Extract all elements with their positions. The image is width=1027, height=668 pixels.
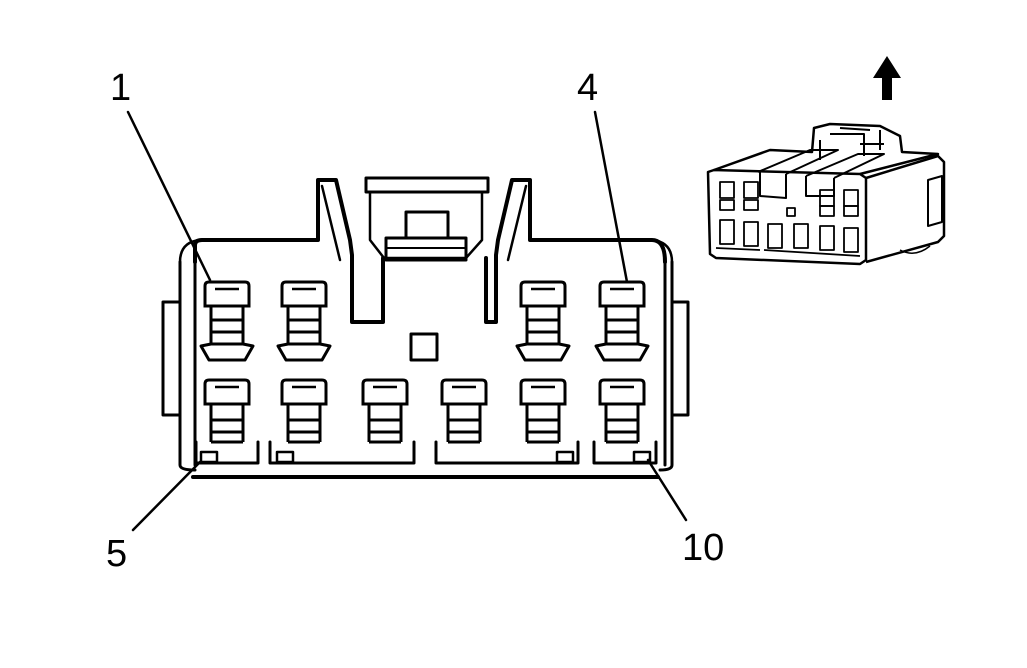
leader-pin5 — [131, 460, 202, 532]
housing-inner — [178, 184, 674, 264]
callout-pin10: 10 — [682, 527, 724, 569]
callout-pin1: 1 — [110, 67, 131, 109]
cavity-top-2 — [276, 280, 332, 362]
connector-face — [161, 176, 690, 479]
cavity-top-4 — [594, 280, 650, 362]
carrier-bar-right — [434, 440, 580, 465]
cavity-bottom-4 — [440, 378, 488, 444]
latch-nub-2 — [275, 450, 295, 464]
side-rail-left — [161, 260, 197, 472]
leader-pin4 — [593, 110, 629, 284]
cavity-top-3 — [515, 280, 571, 362]
latch-block — [364, 176, 490, 262]
terminal-cavities — [199, 280, 650, 444]
cavity-bottom-3 — [361, 378, 409, 444]
latch-nub-3 — [555, 450, 575, 464]
cavity-bottom-6 — [598, 378, 646, 444]
polarizing-key — [409, 332, 439, 362]
housing-outline — [193, 178, 667, 324]
latch-nub-pin10 — [632, 450, 652, 464]
carrier-bar-pin10 — [592, 440, 658, 465]
connector-isometric-view — [706, 122, 946, 266]
carrier-bar-pin5 — [194, 440, 260, 465]
cavity-top-1 — [199, 280, 255, 362]
leader-pin1 — [126, 110, 212, 282]
carrier-bar-left — [268, 440, 416, 465]
cavity-bottom-2 — [280, 378, 328, 444]
side-rail-right — [658, 260, 690, 472]
cavity-bottom-1 — [203, 378, 251, 444]
leader-pin10 — [646, 458, 688, 522]
callout-pin5: 5 — [106, 533, 127, 575]
arrow-up-icon — [873, 56, 901, 100]
callout-leaders — [126, 110, 688, 532]
latch-nub-pin5 — [199, 450, 219, 464]
callout-pin4: 4 — [577, 67, 598, 109]
cavity-bottom-5 — [519, 378, 567, 444]
